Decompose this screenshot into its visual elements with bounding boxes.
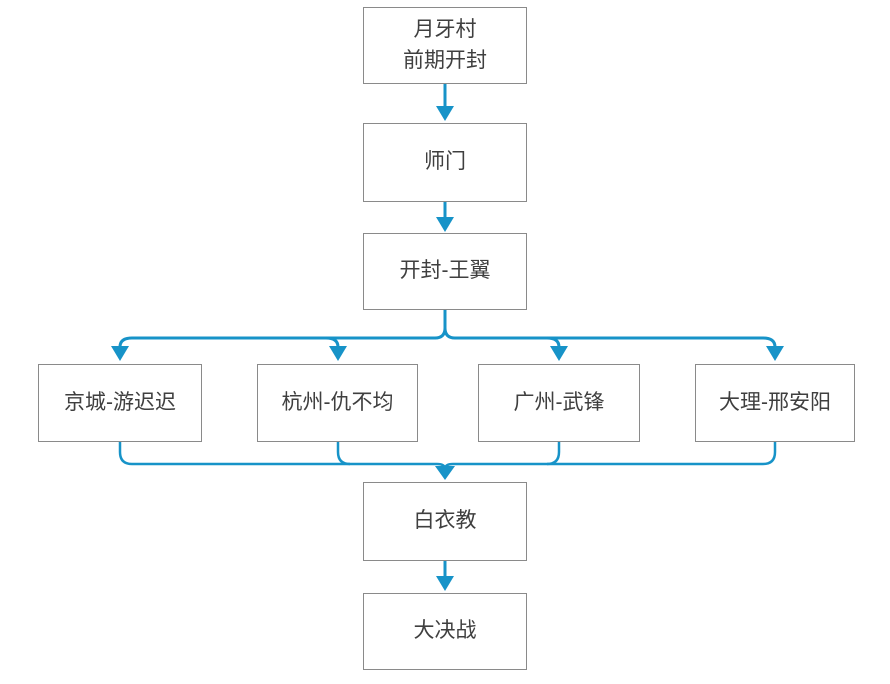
node-dali-xinganyang: 大理-邢安阳 [695,364,855,442]
arrowhead-icon [436,576,454,591]
edge-wangyi-hangzhou [325,336,340,348]
arrowhead-icon [766,346,784,361]
arrowhead-icon [436,217,454,232]
edge-jingcheng-baiyijiao [118,442,437,466]
node-label: 京城-游迟迟 [64,390,176,414]
node-baiyijiao: 白衣教 [363,482,527,561]
arrowhead-icon [435,466,455,480]
node-dajuezhan: 大决战 [363,593,527,670]
edge-wangyi-guangzhou [546,336,561,348]
arrowhead-icon [550,346,568,361]
arrowhead-icon [111,346,129,361]
edge-guangzhou-baiyijiao [546,442,561,466]
node-label: 杭州-仇不均 [281,390,394,414]
node-jingcheng-youchichi: 京城-游迟迟 [38,364,202,442]
edge-wangyi-jingcheng [118,310,447,348]
node-label: 白衣教 [413,509,477,533]
node-kaifeng-wangyi: 开封-王翼 [363,233,527,310]
node-label: 师门 [424,150,466,174]
arrowhead-icon [329,346,347,361]
node-yueyacun: 月牙村 前期开封 [363,7,527,84]
node-label: 广州-武锋 [513,390,605,414]
node-label: 大理-邢安阳 [719,390,831,414]
node-hangzhou-choubujun: 杭州-仇不均 [257,364,418,442]
edge-hangzhou-baiyijiao [336,442,351,466]
edge-dali-baiyijiao [453,442,777,466]
node-label: 大决战 [413,619,477,643]
node-shimen: 师门 [363,123,527,202]
node-label: 月牙村 前期开封 [403,18,487,72]
edge-wangyi-dali [443,327,777,348]
arrowhead-icon [436,106,454,121]
node-guangzhou-wufeng: 广州-武锋 [478,364,640,442]
node-label: 开封-王翼 [399,259,491,283]
